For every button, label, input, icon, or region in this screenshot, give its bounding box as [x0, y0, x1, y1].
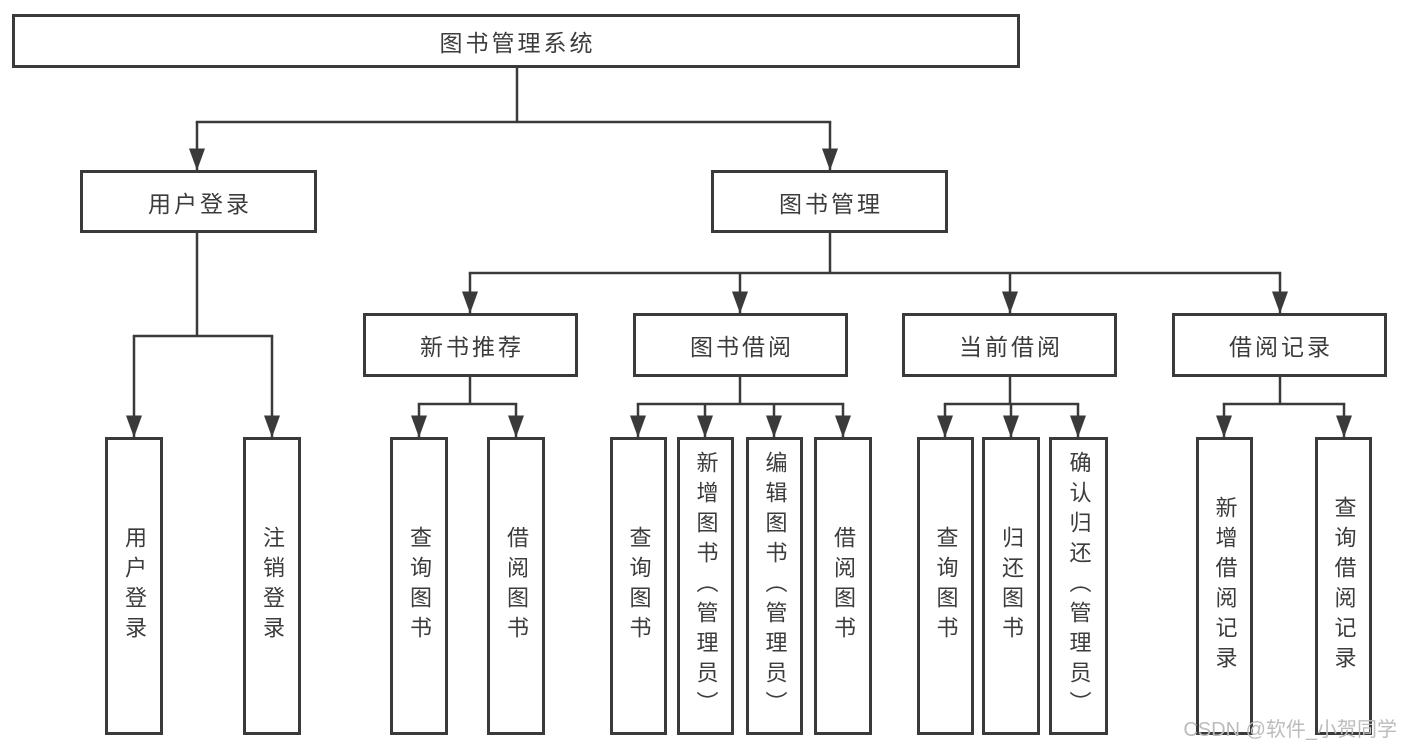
leaf-user-login: 用户登录 — [105, 437, 163, 735]
node-user-login: 用户登录 — [80, 170, 317, 233]
leaf-borrow-edit-book-admin: 编辑图书（管理员） — [746, 437, 803, 735]
leaf-borrow-query-book-label: 查询图书 — [626, 526, 652, 646]
leaf-borrow-add-book-admin-label: 新增图书（管理员） — [693, 451, 719, 721]
leaf-newbook-query-book: 查询图书 — [390, 437, 448, 735]
node-book-management: 图书管理 — [711, 170, 948, 233]
leaf-borrow-query-book: 查询图书 — [610, 437, 667, 735]
leaf-records-add-record-label: 新增借阅记录 — [1212, 496, 1238, 676]
leaf-current-query-book: 查询图书 — [917, 437, 974, 735]
leaf-current-query-book-label: 查询图书 — [933, 526, 959, 646]
leaf-current-return-book-label: 归还图书 — [999, 526, 1024, 646]
leaf-newbook-borrow-book-label: 借阅图书 — [504, 526, 529, 646]
csdn-watermark: CSDN @软件_小贺同学 — [1183, 719, 1397, 741]
leaf-records-add-record: 新增借阅记录 — [1196, 437, 1253, 735]
node-borrow-records: 借阅记录 — [1172, 313, 1387, 377]
leaf-borrow-edit-book-admin-label: 编辑图书（管理员） — [762, 451, 788, 721]
leaf-borrow-add-book-admin: 新增图书（管理员） — [677, 437, 734, 735]
leaf-records-query-record: 查询借阅记录 — [1315, 437, 1372, 735]
leaf-current-confirm-return-admin-label: 确认归还（管理员） — [1066, 451, 1092, 721]
leaf-borrow-borrow-book-label: 借阅图书 — [831, 526, 856, 646]
leaf-user-login-label: 用户登录 — [122, 526, 147, 646]
leaf-newbook-borrow-book: 借阅图书 — [487, 437, 545, 735]
node-current-borrow: 当前借阅 — [902, 313, 1117, 377]
leaf-records-query-record-label: 查询借阅记录 — [1331, 496, 1357, 676]
leaf-logout: 注销登录 — [243, 437, 301, 735]
leaf-current-return-book: 归还图书 — [982, 437, 1040, 735]
leaf-current-confirm-return-admin: 确认归还（管理员） — [1049, 437, 1108, 735]
node-book-borrow: 图书借阅 — [633, 313, 848, 377]
leaf-newbook-query-book-label: 查询图书 — [407, 526, 432, 646]
node-new-book-recommend: 新书推荐 — [363, 313, 578, 377]
leaf-logout-label: 注销登录 — [260, 526, 285, 646]
leaf-borrow-borrow-book: 借阅图书 — [814, 437, 872, 735]
node-library-system: 图书管理系统 — [12, 14, 1020, 68]
